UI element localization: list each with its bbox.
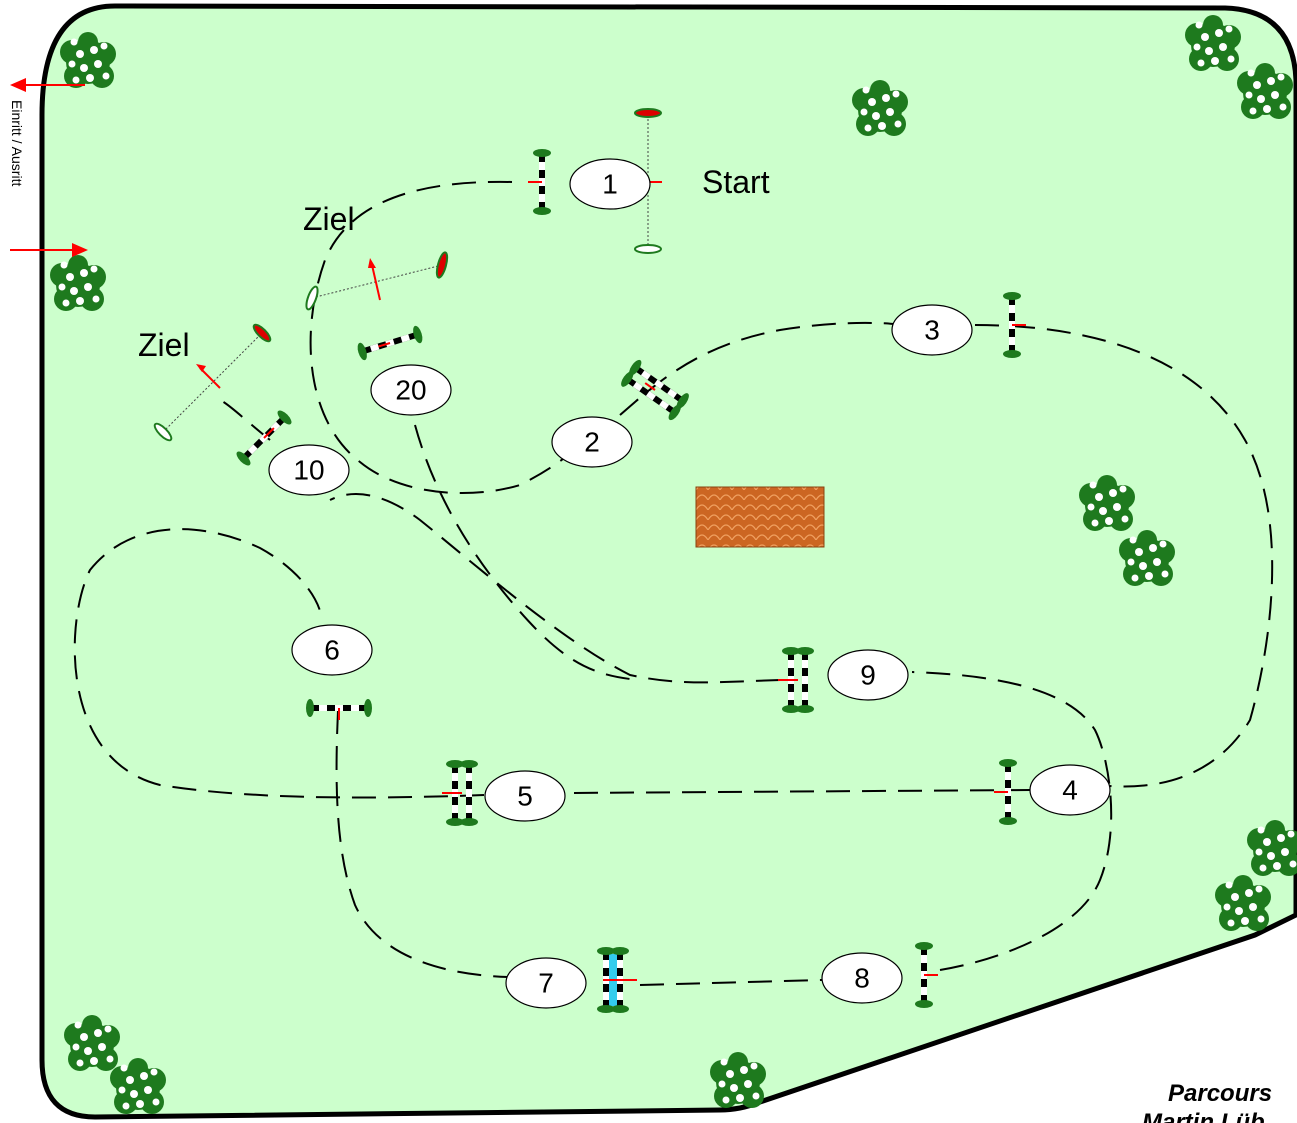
obstacle-number: 20 xyxy=(370,364,452,416)
centre-mat xyxy=(695,486,825,548)
obstacle-number: 3 xyxy=(891,304,973,356)
jump-5 xyxy=(442,760,478,826)
svg-text:6: 6 xyxy=(324,635,340,666)
svg-text:3: 3 xyxy=(924,315,940,346)
entrance-label: Einritt / Ausritt xyxy=(9,100,25,186)
svg-text:8: 8 xyxy=(854,963,870,994)
svg-text:4: 4 xyxy=(1062,775,1078,806)
jump-2 xyxy=(619,358,691,422)
jump-7-water xyxy=(597,947,637,1013)
entrance-arrows xyxy=(10,78,88,257)
obstacle-number: 4 xyxy=(1029,764,1111,816)
jump-3 xyxy=(1003,292,1026,358)
svg-text:7: 7 xyxy=(538,968,554,999)
credit-line-1: Parcours xyxy=(1168,1080,1272,1107)
svg-text:1: 1 xyxy=(602,169,618,200)
finish-label: Ziel xyxy=(138,327,190,363)
credit-line-2: Martin Lüb xyxy=(1142,1109,1265,1123)
jump-8 xyxy=(915,942,938,1008)
svg-text:20: 20 xyxy=(395,375,426,406)
jump-9 xyxy=(778,647,814,713)
obstacle-number: 9 xyxy=(827,649,909,701)
obstacle-number: 2 xyxy=(551,416,633,468)
jump-1 xyxy=(528,149,551,215)
jump-20 xyxy=(355,324,425,362)
obstacle-number: 6 xyxy=(291,624,373,676)
obstacle-number: 1 xyxy=(569,158,651,210)
jump-10 xyxy=(234,408,294,468)
obstacle-number: 5 xyxy=(484,770,566,822)
obstacle-number: 7 xyxy=(505,957,587,1009)
finish-line-1 xyxy=(153,323,272,442)
svg-text:2: 2 xyxy=(584,427,600,458)
start-label: Start xyxy=(702,164,770,200)
svg-text:5: 5 xyxy=(517,781,533,812)
svg-text:9: 9 xyxy=(860,660,876,691)
obstacle-number: 8 xyxy=(821,952,903,1004)
svg-text:10: 10 xyxy=(293,455,324,486)
jump-4 xyxy=(994,759,1017,825)
obstacle-number: 10 xyxy=(268,444,350,496)
finish-line-2 xyxy=(305,251,449,311)
jump-6 xyxy=(306,699,372,720)
arena-ground xyxy=(39,3,1297,1120)
finish-label: Ziel xyxy=(303,201,355,237)
